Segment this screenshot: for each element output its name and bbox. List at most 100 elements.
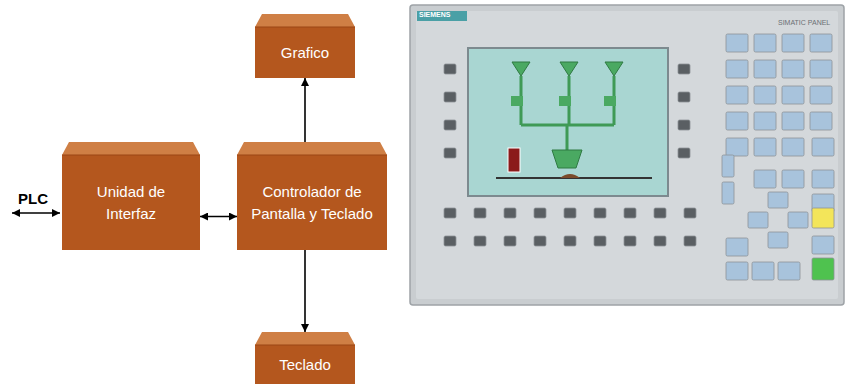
softkey — [444, 64, 456, 74]
softkey — [654, 208, 666, 218]
process-box: Unidad de Interfaz — [62, 142, 200, 250]
softkey — [534, 208, 546, 218]
process-box: Controlador de Pantalla y Teclado — [237, 142, 387, 250]
valve — [604, 96, 616, 106]
box-front-face — [255, 27, 355, 78]
process-box: Grafico — [255, 14, 355, 78]
softkey — [474, 208, 486, 218]
box-front-face — [62, 155, 200, 250]
arrow-key — [768, 232, 788, 248]
softkey — [678, 148, 690, 158]
brand-plate — [417, 11, 467, 21]
box-top-face — [62, 142, 200, 155]
scroll-key — [722, 155, 734, 177]
keypad-key — [726, 60, 748, 78]
valve — [511, 96, 523, 106]
keypad-key — [810, 60, 832, 78]
keypad-key — [812, 138, 834, 156]
keypad-key — [782, 138, 804, 156]
arrow-key — [788, 212, 808, 228]
softkey — [654, 236, 666, 246]
softkey — [474, 236, 486, 246]
plc-link-arrow — [12, 212, 60, 214]
softkey — [444, 236, 456, 246]
box-front-face — [237, 155, 387, 250]
arrow-key — [768, 192, 788, 208]
level-bar — [508, 148, 520, 172]
softkey — [504, 208, 516, 218]
panel-housing — [410, 5, 844, 305]
keypad-key — [752, 262, 774, 280]
softkey — [564, 236, 576, 246]
softkey — [444, 120, 456, 130]
panel-face — [416, 11, 838, 299]
softkey — [444, 92, 456, 102]
keypad-key — [754, 34, 776, 52]
keypad-key — [726, 112, 748, 130]
softkey — [444, 208, 456, 218]
keypad-key — [782, 60, 804, 78]
panel-keys — [444, 34, 834, 280]
softkey — [678, 92, 690, 102]
panel-screen — [468, 48, 668, 196]
connector-arrow — [304, 78, 306, 142]
keypad-key — [810, 34, 832, 52]
product-heap — [560, 174, 580, 178]
box-label: Grafico — [281, 42, 329, 64]
mixer — [552, 150, 582, 168]
silo-tops — [512, 62, 623, 76]
signal-name: PLC — [18, 190, 48, 208]
keypad-key — [726, 34, 748, 52]
screen-process-image — [496, 62, 652, 178]
softkey — [534, 236, 546, 246]
screen-pipes — [521, 76, 614, 150]
softkey — [684, 236, 696, 246]
softkey — [678, 120, 690, 130]
box-label: Unidad de Interfaz — [70, 181, 192, 225]
keypad-key — [754, 86, 776, 104]
box-label: Controlador de Pantalla y Teclado — [245, 181, 379, 225]
scroll-key — [722, 182, 734, 204]
box-edge — [255, 27, 355, 28]
connector-arrow — [200, 216, 237, 218]
softkey — [504, 236, 516, 246]
keypad-key — [754, 112, 776, 130]
softkey — [594, 208, 606, 218]
keypad-key — [778, 262, 800, 280]
keypad-key — [754, 170, 776, 188]
keypad-key — [810, 112, 832, 130]
keypad-key — [726, 138, 748, 156]
keypad-key — [782, 170, 804, 188]
valve — [559, 96, 571, 106]
arrow-key — [748, 212, 768, 228]
keypad-key — [726, 238, 748, 256]
process-box: Teclado — [255, 332, 355, 384]
box-top-face — [255, 14, 355, 27]
box-edge — [237, 155, 387, 156]
keypad-key — [754, 138, 776, 156]
box-label: Teclado — [279, 354, 331, 376]
connector-arrow — [304, 250, 306, 332]
brand-text: SIEMENS — [419, 11, 451, 19]
keypad-key — [726, 262, 748, 280]
ack-key — [812, 208, 834, 228]
box-top-face — [237, 142, 387, 155]
softkey — [594, 236, 606, 246]
box-front-face — [255, 345, 355, 384]
keypad-key — [754, 60, 776, 78]
softkey — [678, 64, 690, 74]
softkey — [444, 148, 456, 158]
softkey — [564, 208, 576, 218]
box-top-face — [255, 332, 355, 345]
enter-key — [812, 258, 834, 280]
box-edge — [255, 345, 355, 346]
keypad-key — [812, 236, 834, 254]
keypad-key — [812, 170, 834, 188]
softkey — [624, 208, 636, 218]
softkey — [624, 236, 636, 246]
box-edge — [62, 155, 200, 156]
model-text: SIMATIC PANEL — [778, 19, 830, 27]
keypad-key — [782, 112, 804, 130]
keypad-key — [810, 86, 832, 104]
keypad-key — [726, 86, 748, 104]
